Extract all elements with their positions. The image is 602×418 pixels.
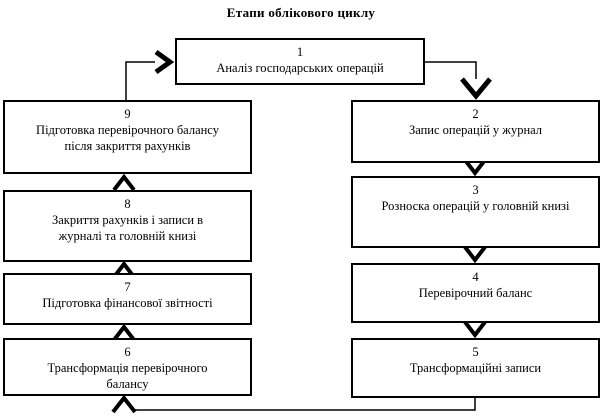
- box-label: Запис операцій у журнал: [408, 123, 543, 137]
- box-label: Підготовка перевірочного балансу після з…: [36, 123, 219, 153]
- box-label: Аналіз господарських операцій: [216, 61, 384, 75]
- box-number: 6: [124, 345, 131, 359]
- flow-box-1: 1 Аналіз господарських операцій: [175, 38, 425, 85]
- box-label: Трансформація перевірочного балансу: [47, 361, 208, 391]
- flow-box-3: 3 Розноска операцій у головній книзі: [351, 176, 600, 248]
- diagram-title: Етапи облікового циклу: [226, 5, 376, 20]
- box-number: 4: [472, 270, 479, 284]
- flow-box-4: 4 Перевірочний баланс: [351, 263, 600, 323]
- box-number: 9: [124, 107, 131, 121]
- flow-box-8: 8 Закриття рахунків і записи в журналі т…: [3, 190, 252, 262]
- box-label: Закриття рахунків і записи в журналі та …: [51, 213, 204, 243]
- box-label: Розноска операцій у головній книзі: [381, 199, 570, 213]
- box-number: 5: [472, 345, 479, 359]
- arrow-1-to-2: [425, 61, 492, 100]
- arrow-3-to-4: [463, 245, 487, 264]
- flow-box-2: 2 Запис операцій у журнал: [351, 100, 600, 163]
- flow-box-9: 9 Підготовка перевірочного балансу після…: [3, 100, 252, 174]
- box-number: 7: [124, 280, 131, 294]
- arrow-9-to-1: [125, 49, 175, 100]
- arrow-8-to-9: [112, 173, 136, 192]
- box-label: Перевірочний баланс: [418, 286, 533, 300]
- flow-box-7: 7 Підготовка фінансової звітності: [3, 273, 252, 325]
- box-number: 1: [296, 45, 304, 59]
- box-number: 2: [472, 107, 479, 121]
- box-number: 8: [124, 197, 131, 211]
- flow-box-5: 5 Трансформаційні записи: [351, 338, 600, 398]
- arrow-4-to-5: [463, 320, 487, 339]
- box-label: Трансформаційні записи: [409, 361, 542, 375]
- arrow-5-to-6: [111, 394, 476, 414]
- flow-box-6: 6 Трансформація перевірочного балансу: [3, 338, 252, 396]
- box-label: Підготовка фінансової звітності: [42, 296, 213, 310]
- box-number: 3: [472, 183, 479, 197]
